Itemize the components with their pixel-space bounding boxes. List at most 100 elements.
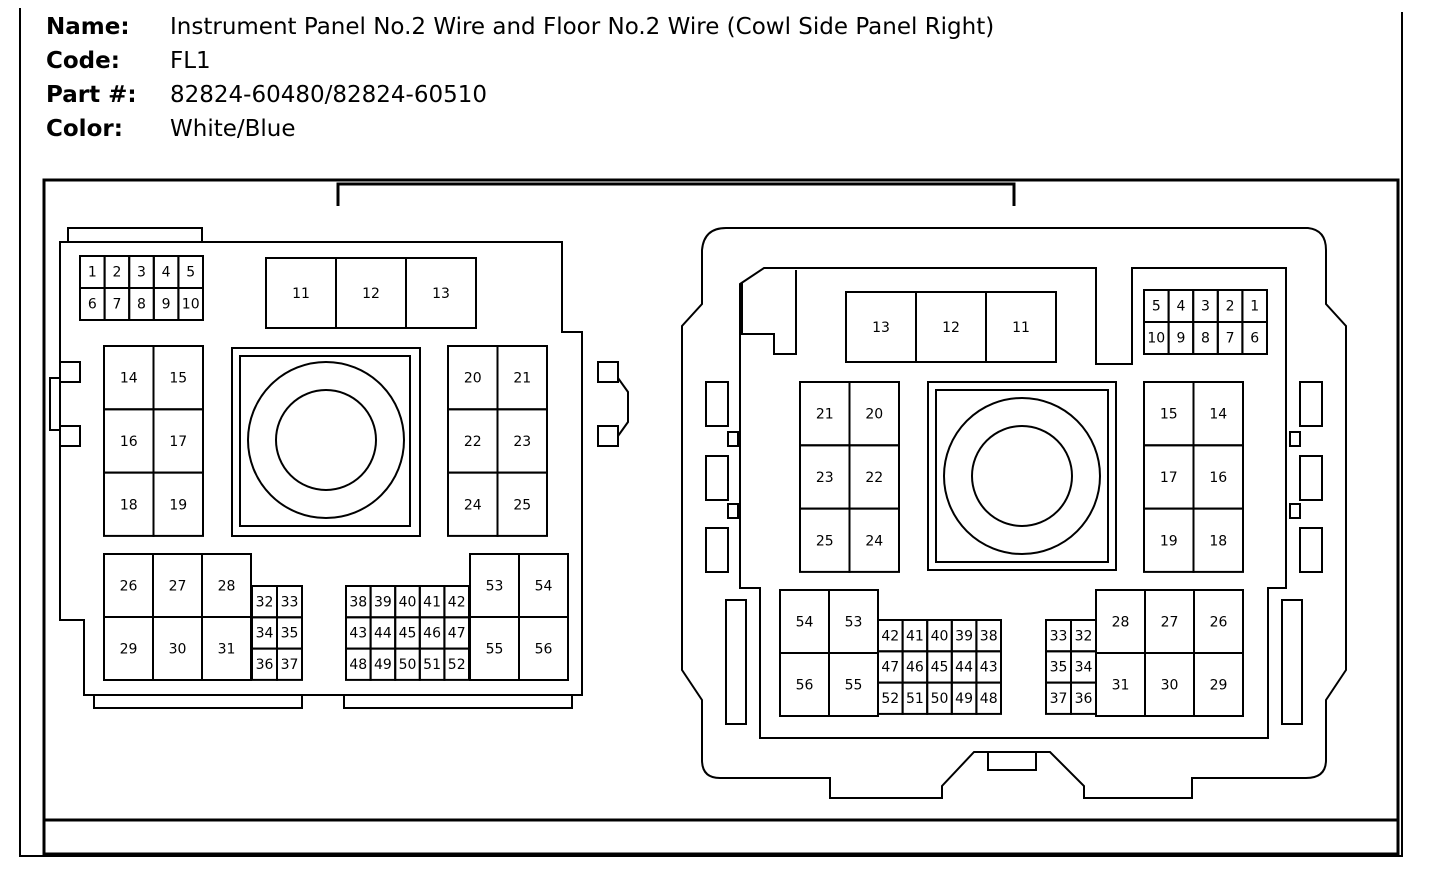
name-value: Instrument Panel No.2 Wire and Floor No.… [170, 14, 995, 40]
terminal-cell [405, 257, 477, 329]
terminal-number: 1 [88, 265, 97, 281]
terminal-number: 11 [1012, 320, 1030, 336]
terminal-number: 48 [980, 691, 998, 707]
terminal-number: 23 [816, 470, 834, 486]
left-connector-housing [49, 227, 629, 709]
terminal-number: 54 [796, 615, 814, 631]
terminal-cell [518, 616, 569, 681]
terminal-number: 44 [955, 660, 973, 676]
terminal-number: 43 [349, 626, 367, 642]
code-value: FL1 [170, 48, 211, 74]
terminal-number: 21 [513, 371, 531, 387]
terminal-number: 28 [1112, 615, 1130, 631]
terminal-number: 53 [845, 615, 863, 631]
terminal-cell [985, 291, 1057, 363]
terminal-number: 52 [448, 657, 466, 673]
terminal-number: 22 [464, 434, 482, 450]
terminal-number: 27 [1161, 615, 1179, 631]
terminal-number: 35 [1050, 660, 1068, 676]
terminal-number: 46 [906, 660, 924, 676]
terminal-cell [1241, 321, 1269, 355]
terminal-number: 29 [1210, 678, 1228, 694]
terminal-cell [152, 471, 204, 537]
terminal-number: 43 [980, 660, 998, 676]
terminal-number: 55 [486, 642, 504, 658]
terminal-number: 15 [169, 371, 187, 387]
color-label: Color: [46, 116, 123, 142]
color-value: White/Blue [170, 116, 296, 142]
terminal-number: 37 [281, 657, 299, 673]
terminal-cell [1193, 652, 1244, 717]
terminal-number: 40 [399, 594, 417, 610]
terminal-number: 7 [1226, 331, 1235, 347]
terminal-number: 10 [1147, 331, 1165, 347]
terminal-number: 35 [281, 626, 299, 642]
part-number-value: 82824-60480/82824-60510 [170, 82, 488, 108]
terminal-number: 16 [1209, 470, 1227, 486]
terminal-number: 25 [816, 533, 834, 549]
terminal-number: 56 [796, 678, 814, 694]
name-label: Name: [46, 14, 130, 40]
terminal-number: 12 [942, 320, 960, 336]
terminal-number: 24 [865, 533, 883, 549]
terminal-number: 18 [1209, 533, 1227, 549]
terminal-number: 42 [881, 628, 899, 644]
terminal-number: 22 [865, 470, 883, 486]
terminal-number: 20 [464, 371, 482, 387]
terminal-number: 23 [513, 434, 531, 450]
terminal-number: 53 [486, 579, 504, 595]
terminal-number: 50 [931, 691, 949, 707]
terminal-number: 15 [1160, 407, 1178, 423]
terminal-number: 8 [137, 297, 146, 313]
terminal-number: 6 [1250, 331, 1259, 347]
terminal-cell [496, 471, 548, 537]
top-bracket [336, 182, 1016, 206]
terminal-number: 1 [1250, 299, 1259, 315]
terminal-number: 49 [955, 691, 973, 707]
terminal-number: 8 [1201, 331, 1210, 347]
terminal-number: 9 [162, 297, 171, 313]
terminal-number: 31 [1112, 678, 1130, 694]
terminal-number: 19 [1160, 533, 1178, 549]
terminal-number: 34 [256, 626, 274, 642]
terminal-number: 36 [1075, 691, 1093, 707]
code-label: Code: [46, 48, 120, 74]
terminal-number: 6 [88, 297, 97, 313]
terminal-number: 5 [186, 265, 195, 281]
terminal-number: 3 [1201, 299, 1210, 315]
terminal-number: 25 [513, 497, 531, 513]
terminal-number: 9 [1176, 331, 1185, 347]
terminal-number: 45 [399, 626, 417, 642]
page-frame [19, 8, 1403, 857]
terminal-number: 33 [1050, 628, 1068, 644]
terminal-number: 38 [980, 628, 998, 644]
terminal-number: 17 [1160, 470, 1178, 486]
terminal-cell [848, 507, 900, 573]
terminal-number: 2 [112, 265, 121, 281]
terminal-number: 30 [169, 642, 187, 658]
terminal-number: 27 [169, 579, 187, 595]
terminal-number: 20 [865, 407, 883, 423]
terminal-number: 46 [423, 626, 441, 642]
terminal-number: 10 [182, 297, 200, 313]
terminal-number: 5 [1152, 299, 1161, 315]
terminal-number: 26 [120, 579, 138, 595]
terminal-number: 39 [374, 594, 392, 610]
terminal-number: 12 [362, 286, 380, 302]
terminal-number: 14 [120, 371, 138, 387]
terminal-number: 18 [120, 497, 138, 513]
terminal-number: 16 [120, 434, 138, 450]
terminal-number: 41 [423, 594, 441, 610]
terminal-number: 39 [955, 628, 973, 644]
terminal-number: 17 [169, 434, 187, 450]
terminal-number: 49 [374, 657, 392, 673]
terminal-number: 51 [906, 691, 924, 707]
terminal-number: 47 [448, 626, 466, 642]
terminal-number: 28 [218, 579, 236, 595]
terminal-number: 32 [1075, 628, 1093, 644]
terminal-number: 37 [1050, 691, 1068, 707]
terminal-number: 4 [162, 265, 171, 281]
terminal-number: 7 [112, 297, 121, 313]
